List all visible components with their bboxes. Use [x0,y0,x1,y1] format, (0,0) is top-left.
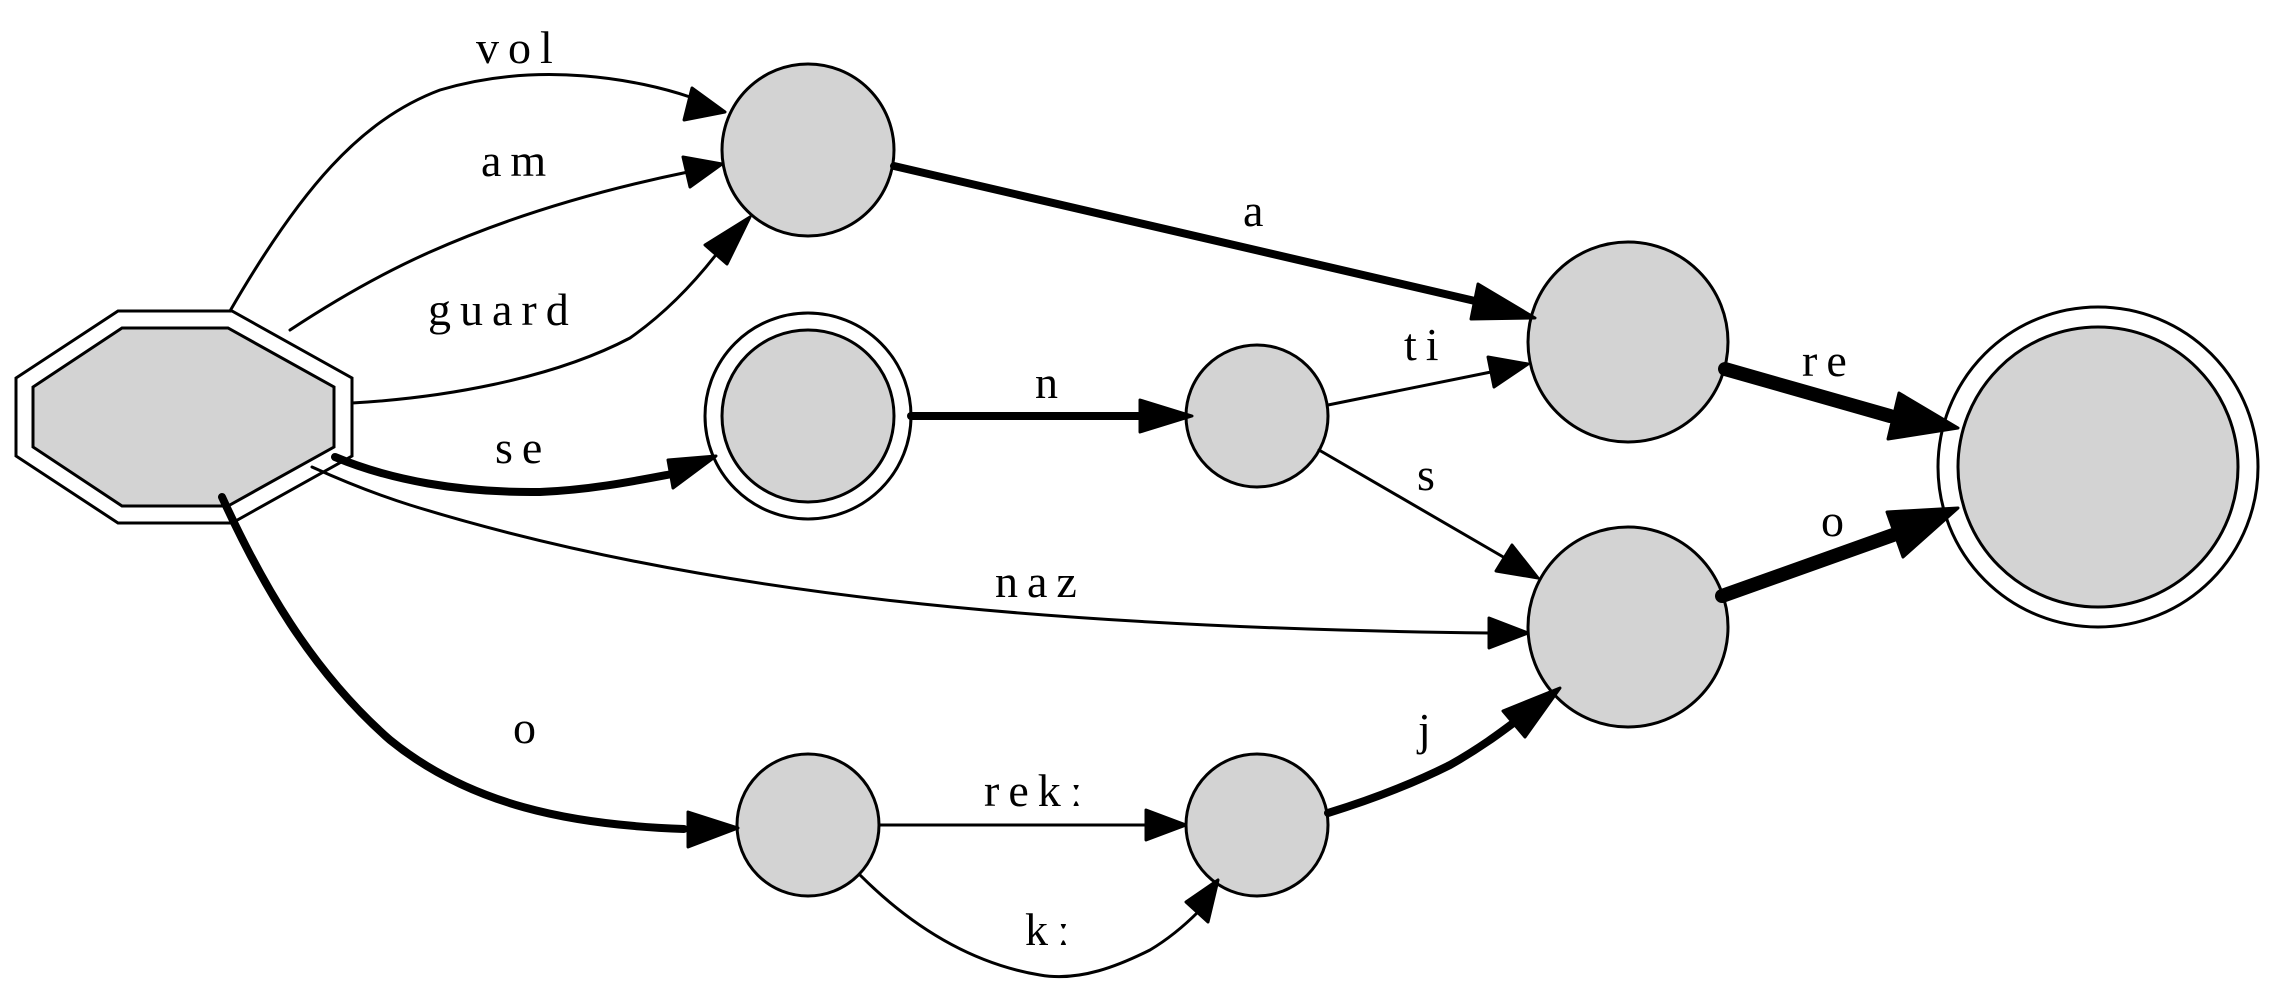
edge-j [1324,686,1562,817]
label-ti: ti [1404,319,1448,370]
node-s8[interactable] [1184,752,1330,898]
label-k: kː [1025,904,1079,955]
edge-ti [1326,355,1530,407]
node-s6[interactable] [1526,525,1730,729]
edge-o-final [1715,506,1960,603]
edge-o-start [218,493,740,849]
node-start[interactable] [14,309,354,525]
edge-se [331,453,718,497]
edge-am [288,155,724,332]
label-naz: naz [995,556,1086,607]
label-am: am [481,135,555,186]
edge-naz [310,465,1530,650]
label-o-final: o [1821,495,1853,546]
node-s7[interactable] [735,752,881,898]
label-se: se [495,422,551,473]
label-rek: rekː [984,765,1092,816]
label-n: n [1035,357,1067,408]
node-final-accepting[interactable] [1936,305,2260,629]
label-o-start: o [513,702,545,753]
node-s1[interactable] [720,62,896,238]
label-vol: vol [476,22,562,73]
edge-n [907,398,1194,434]
edge-re [1718,362,1960,441]
label-s: s [1417,449,1444,500]
edge-rek [877,808,1188,842]
node-s2-accepting[interactable] [703,311,913,521]
edge-s [1317,448,1540,580]
edge-vol [228,73,727,313]
label-guard: guard [428,284,578,335]
label-a: a [1243,185,1272,236]
node-s4[interactable] [1526,240,1730,444]
label-j: j [1416,704,1440,755]
edge-guard [350,215,752,405]
edge-a [890,162,1537,321]
node-s3[interactable] [1184,343,1330,489]
label-re: re [1802,335,1856,386]
edge-k [858,873,1220,979]
